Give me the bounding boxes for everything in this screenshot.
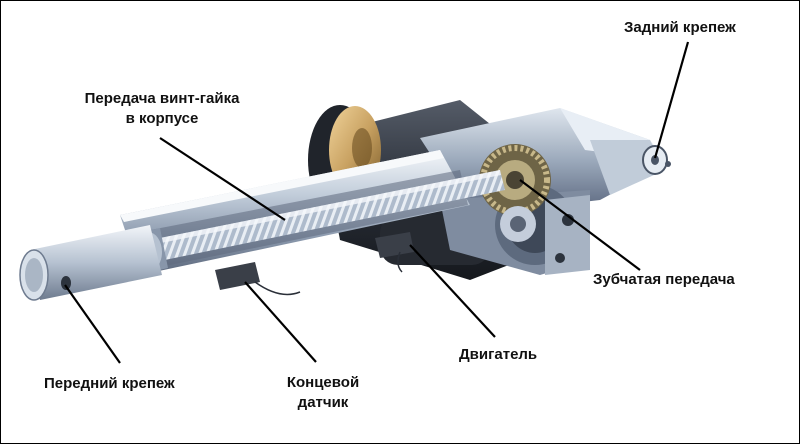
extension-rod — [19, 225, 162, 301]
label-gear: Зубчатая передача — [593, 271, 735, 288]
label-screw-nut-line2: в корпусе — [125, 110, 199, 127]
label-limit-switch: Концевой датчик — [268, 373, 378, 413]
label-screw-nut: Передача винт-гайка в корпусе — [62, 89, 262, 129]
leader-screw-nut — [159, 137, 286, 221]
lead-screw — [150, 170, 505, 262]
leader-front-mount — [64, 284, 121, 364]
label-rear-mount: Задний крепеж — [624, 19, 736, 36]
leader-motor — [409, 244, 496, 338]
limit-switch — [215, 232, 414, 296]
leader-gear — [519, 179, 641, 271]
leader-limit-switch — [244, 281, 317, 363]
leader-rear-mount — [653, 41, 690, 159]
label-motor: Двигатель — [459, 346, 538, 363]
label-limit-switch-line2: датчик — [297, 394, 349, 411]
rear-mount — [590, 140, 671, 195]
label-front-mount: Передний крепеж — [44, 375, 175, 392]
label-screw-nut-line1: Передача винт-гайка — [84, 90, 240, 107]
label-limit-switch-line1: Концевой — [286, 374, 360, 391]
